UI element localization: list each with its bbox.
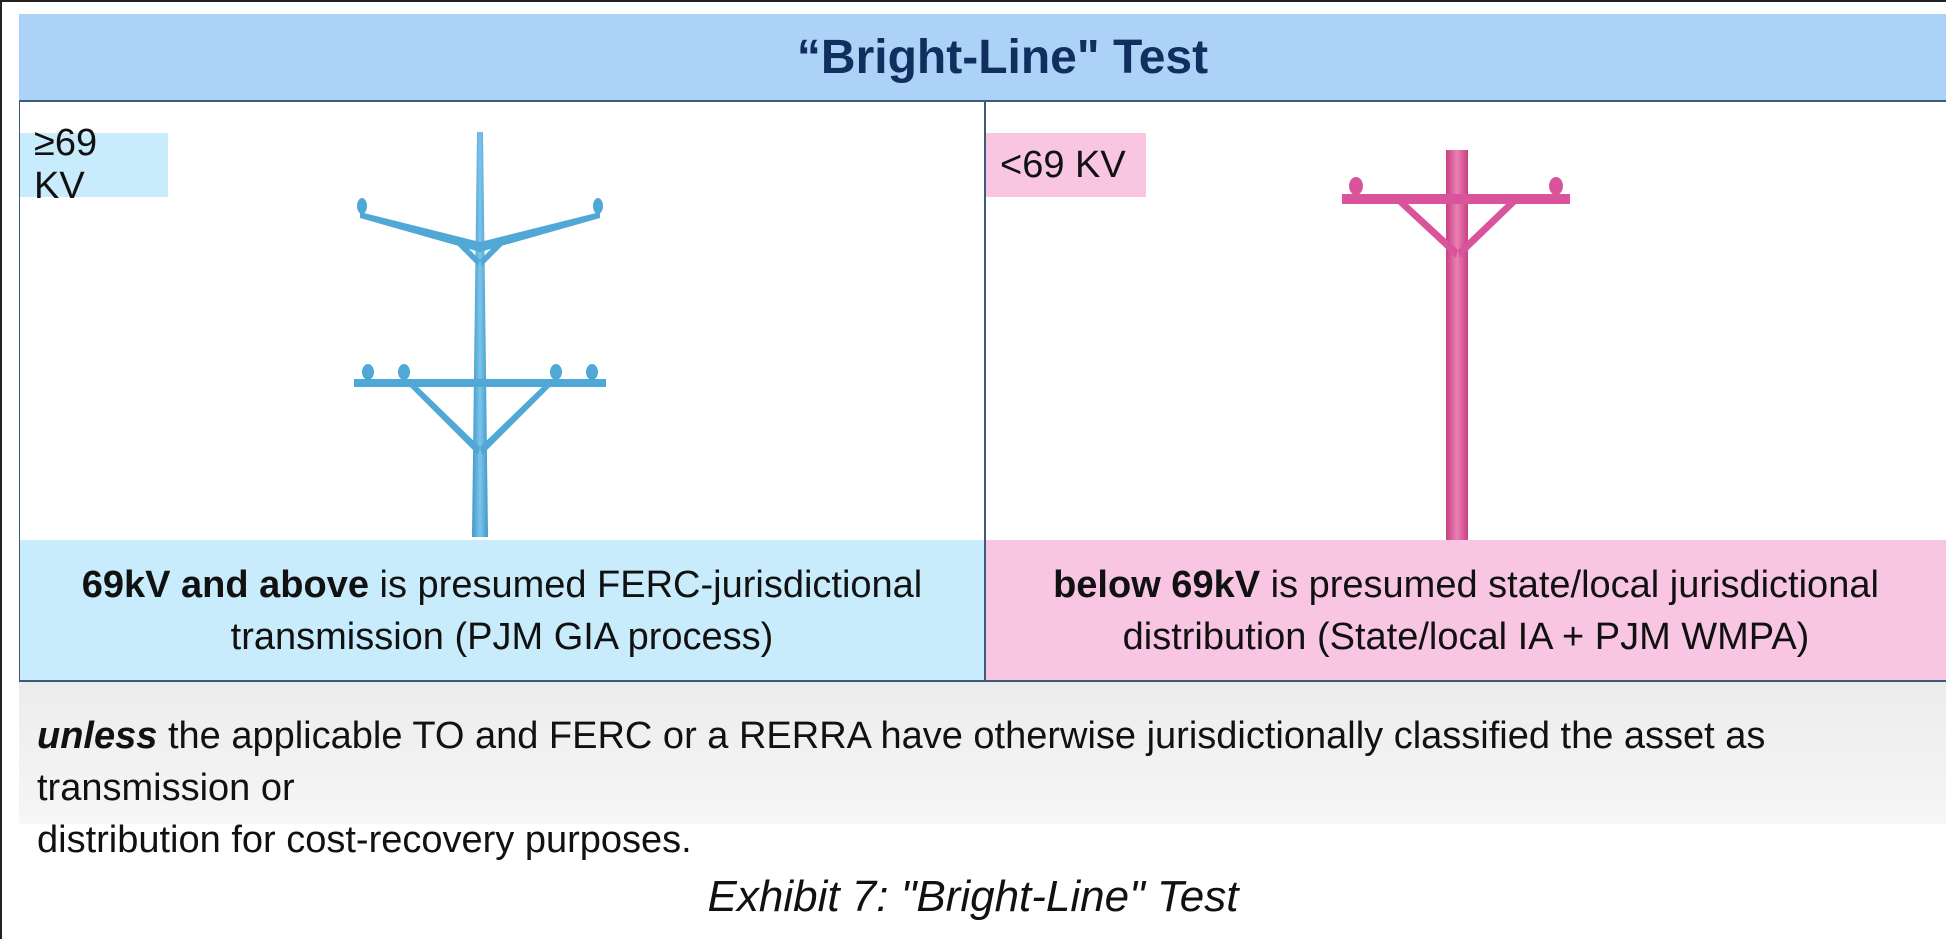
exhibit-caption: Exhibit 7: "Bright-Line" Test — [707, 872, 1239, 921]
page-title: “Bright-Line" Test — [796, 30, 1209, 84]
title-bar: “Bright-Line" Test — [19, 14, 1946, 102]
note-text: the applicable TO and FERC or a RERRA ha… — [37, 715, 1766, 809]
low-voltage-panel: <69 KV below 69kV is presumed state/loca… — [986, 102, 1946, 682]
high-voltage-tag: ≥69 KV — [20, 122, 168, 207]
divider — [19, 680, 1946, 682]
high-voltage-caption: 69kV and above is presumed FERC-jurisdic… — [20, 540, 984, 682]
distribution-pole-icon — [1342, 150, 1570, 542]
note-emphasis: unless — [37, 715, 158, 757]
low-voltage-caption: below 69kV is presumed state/local juris… — [986, 540, 1946, 682]
caption-text: is presumed FERC-jurisdictional — [368, 564, 923, 606]
high-voltage-panel: ≥69 KV 69kV and above is presumed FERC-j… — [19, 102, 986, 682]
caption-text-line2: transmission (PJM GIA process) — [230, 616, 774, 658]
note-text-line2: distribution for cost-recovery purposes. — [37, 819, 692, 861]
caption-text: is presumed state/local jurisdictional — [1260, 564, 1879, 606]
caption-bold: below 69kV — [1053, 564, 1261, 606]
caption-text-line2: distribution (State/local IA + PJM WMPA) — [1122, 616, 1810, 658]
low-voltage-tag: <69 KV — [986, 133, 1146, 197]
transmission-tower-icon — [354, 132, 606, 537]
caption-bold: 69kV and above — [81, 564, 369, 606]
exception-note: unless the applicable TO and FERC or a R… — [19, 682, 1946, 861]
